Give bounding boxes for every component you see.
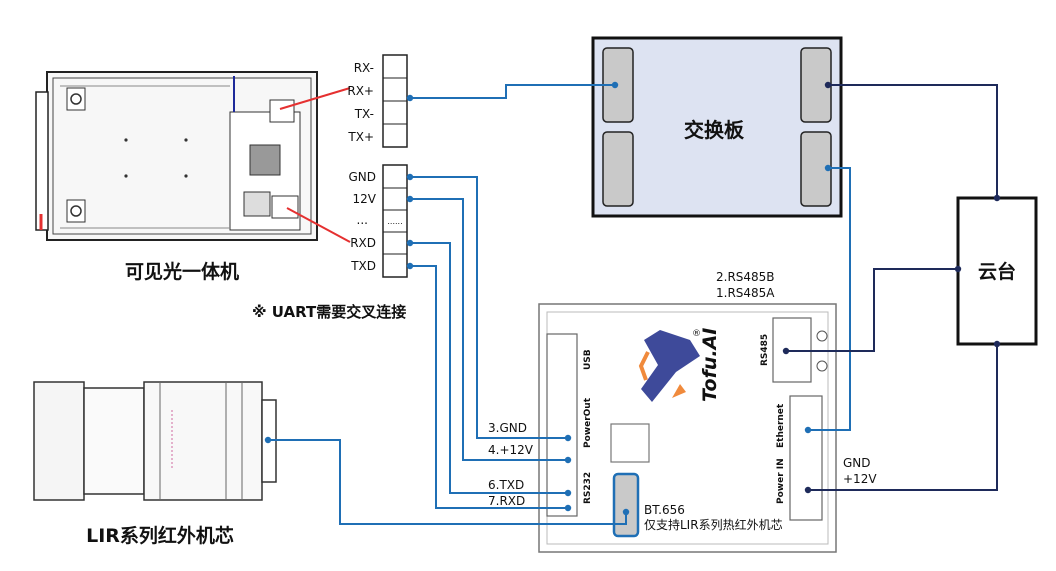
wire-rxd	[407, 242, 568, 494]
power-label: +12V	[843, 472, 877, 486]
junction-dots	[264, 81, 1001, 516]
connector-pin-label: RX-	[354, 61, 374, 75]
bt656-note: 仅支持LIR系列热红外机芯	[644, 517, 783, 532]
wire-switch-gimbal	[828, 84, 998, 198]
tofu-logo-icon	[638, 330, 700, 402]
port-label-rs232: RS232	[583, 472, 593, 504]
connector-pin-label: RXD	[350, 236, 376, 250]
dark-wires	[786, 84, 998, 491]
uart-note: ※ UART需要交叉连接	[252, 303, 406, 321]
wire-ethernet	[808, 167, 851, 431]
visible-camera-label: 可见光一体机	[125, 260, 239, 283]
wire-label: 6.TXD	[488, 478, 524, 492]
visible-camera	[35, 71, 318, 241]
red-pointer-top	[279, 87, 351, 110]
wire-label: 3.GND	[488, 421, 527, 435]
connector-pin-label: GND	[348, 170, 376, 184]
gimbal-box	[956, 196, 1038, 346]
wire-12v	[407, 198, 568, 461]
port-label-usb: USB	[583, 349, 593, 370]
connector-pin-label: TXD	[350, 259, 376, 273]
connector-pin-label: 12V	[353, 192, 377, 206]
ir-core	[33, 381, 277, 501]
power-label: GND	[843, 456, 871, 470]
gimbal-label: 云台	[978, 260, 1016, 283]
brand-text: Tofu.AI	[699, 328, 721, 402]
wire-label: 7.RXD	[488, 494, 525, 508]
wire-rs485-gimbal	[786, 268, 958, 352]
wire-txd	[407, 265, 568, 509]
bottom-connector	[382, 164, 408, 278]
red-pointer-bottom	[286, 207, 351, 243]
ir-core-label: LIR系列红外机芯	[86, 524, 234, 547]
wire-gnd	[407, 176, 568, 439]
switch-board	[591, 36, 843, 218]
top-connector	[382, 54, 408, 148]
wire-label: 4.+12V	[488, 443, 534, 457]
rs485-line-label: 2.RS485B	[716, 270, 775, 284]
rs485-line-label: 1.RS485A	[716, 286, 775, 300]
connector-dots: ......	[387, 217, 402, 226]
wire-power-gimbal	[808, 344, 998, 491]
port-label-rs485: RS485	[760, 334, 770, 366]
connector-pin-label: TX+	[347, 130, 374, 144]
blue-wires	[268, 84, 851, 525]
wire-rs-bus	[407, 84, 615, 99]
port-label-ethernet: Ethernet	[776, 403, 786, 448]
wire-bt656	[268, 439, 627, 525]
connector-pin-label: RX+	[347, 84, 374, 98]
port-label-powerin: Power IN	[776, 458, 786, 504]
port-label-powerout: PowerOut	[583, 397, 593, 448]
connector-pin-label: ...	[357, 213, 368, 227]
registered-mark: ®	[692, 329, 701, 339]
connector-pin-label: TX-	[354, 107, 374, 121]
bt656-label: BT.656	[644, 503, 685, 517]
switch-board-label: 交换板	[684, 118, 745, 142]
